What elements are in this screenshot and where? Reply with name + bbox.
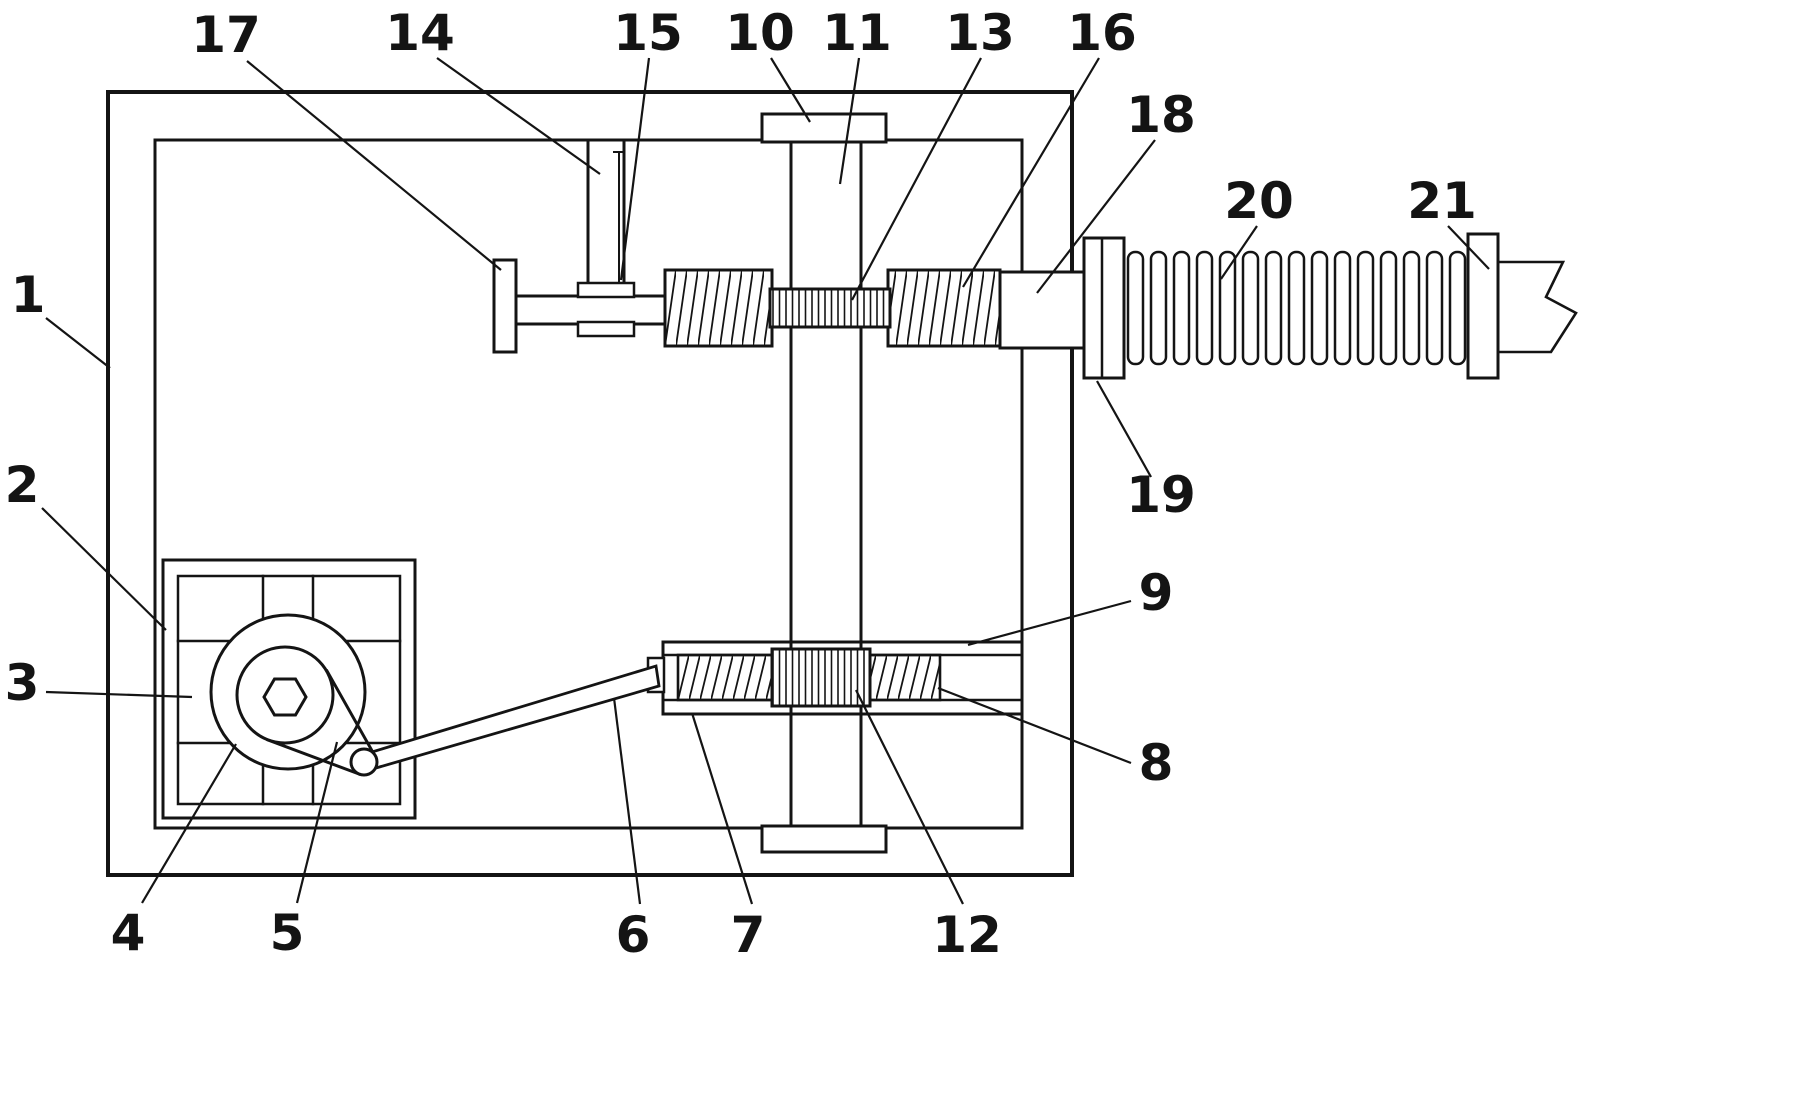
cam-hex-hub xyxy=(262,677,308,717)
upper-screw-assembly xyxy=(492,138,1002,354)
upper-thread-right xyxy=(886,268,1002,348)
leader-line-5 xyxy=(295,741,339,904)
bellows-segment xyxy=(1356,250,1375,366)
column-top-cap xyxy=(760,112,888,144)
leader-line-7 xyxy=(690,712,754,905)
leader-line-1 xyxy=(45,317,111,369)
bellows-segment xyxy=(1287,250,1306,366)
bellows-segment xyxy=(1448,250,1467,366)
bellows-segment xyxy=(1333,250,1352,366)
output-shaft-assembly xyxy=(998,232,1578,380)
ref-label-3: 3 xyxy=(5,654,40,712)
cam-box-outer xyxy=(161,558,417,820)
bellows-segment xyxy=(1172,250,1191,366)
leader-line-11 xyxy=(838,57,861,185)
column-bottom-cap xyxy=(760,824,888,854)
ref-label-4: 4 xyxy=(111,904,146,962)
leader-line-20 xyxy=(1220,225,1258,280)
ref-label-5: 5 xyxy=(270,904,305,962)
cam-box-inner xyxy=(176,574,402,806)
reference-labels: 1 2 3 4 5 6 7 8 9 10 11 12 13 14 15 16 1… xyxy=(5,4,1477,964)
cam-gearbox xyxy=(161,558,417,820)
cam-lobe-edge-lower xyxy=(266,738,361,776)
ref-label-1: 1 xyxy=(11,266,46,324)
ref-label-15: 15 xyxy=(613,4,683,62)
mount-bracket xyxy=(1082,236,1126,380)
leader-line-3 xyxy=(45,690,193,699)
bellows-segment xyxy=(1264,250,1283,366)
lower-thread-right xyxy=(866,653,942,702)
ref-label-20: 20 xyxy=(1224,172,1294,230)
ref-label-7: 7 xyxy=(731,906,766,964)
ref-label-21: 21 xyxy=(1407,172,1477,230)
bellows-segment xyxy=(1149,250,1168,366)
leader-line-18 xyxy=(1036,139,1156,294)
outer-frame xyxy=(106,90,1074,877)
rod-end-flange xyxy=(492,258,518,354)
bellows-segment xyxy=(1126,250,1145,366)
upper-coupling-nut xyxy=(768,287,892,329)
lower-coupling-nut xyxy=(770,647,872,708)
ref-label-8: 8 xyxy=(1139,734,1174,792)
ref-label-12: 12 xyxy=(932,906,1002,964)
leader-line-8 xyxy=(937,686,1132,765)
ref-label-16: 16 xyxy=(1067,4,1137,62)
bellows-segment xyxy=(1195,250,1214,366)
clamp-flange-lower xyxy=(576,320,636,338)
leader-line-19 xyxy=(1096,380,1152,478)
leader-line-2 xyxy=(41,507,167,631)
leader-line-10 xyxy=(770,57,811,123)
ref-label-17: 17 xyxy=(191,6,261,64)
leader-line-4 xyxy=(141,743,237,904)
clamp-flange-upper xyxy=(576,281,636,299)
leader-line-6 xyxy=(612,697,642,905)
bellows-segment xyxy=(1241,250,1260,366)
leader-line-17 xyxy=(246,60,502,271)
vertical-column-assembly xyxy=(760,112,888,854)
lower-screw-assembly xyxy=(646,640,1024,716)
ref-label-2: 2 xyxy=(5,456,40,514)
shaft-end-cap xyxy=(1466,232,1500,380)
leader-lines xyxy=(41,57,1490,905)
leader-line-14 xyxy=(436,57,601,175)
ref-label-11: 11 xyxy=(822,4,892,62)
leader-line-13 xyxy=(851,57,982,301)
leader-line-21 xyxy=(1447,225,1490,270)
ref-label-14: 14 xyxy=(385,4,455,62)
ref-label-19: 19 xyxy=(1126,466,1196,524)
leader-line-12 xyxy=(855,689,964,905)
ref-label-9: 9 xyxy=(1139,564,1174,622)
lower-thread-left xyxy=(676,653,777,702)
leader-line-15 xyxy=(619,57,651,281)
leader-line-16 xyxy=(962,57,1100,288)
bellows-segment xyxy=(1218,250,1237,366)
bellows-segment xyxy=(1379,250,1398,366)
bellows-segment xyxy=(1310,250,1329,366)
bellows-sleeve xyxy=(1126,250,1467,366)
bellows-segment xyxy=(1402,250,1421,366)
upper-thread-left xyxy=(663,268,774,348)
shaft-break-stub xyxy=(1496,260,1578,354)
ref-label-18: 18 xyxy=(1126,86,1196,144)
ref-label-13: 13 xyxy=(945,4,1015,62)
ref-label-6: 6 xyxy=(616,906,651,964)
drive-end-block xyxy=(998,270,1088,350)
cam-lobe-edge-upper xyxy=(324,668,378,759)
bellows-segment xyxy=(1425,250,1444,366)
ref-label-10: 10 xyxy=(725,4,795,62)
leader-line-9 xyxy=(967,599,1132,647)
cam-lobe-tip-pin xyxy=(349,747,379,777)
